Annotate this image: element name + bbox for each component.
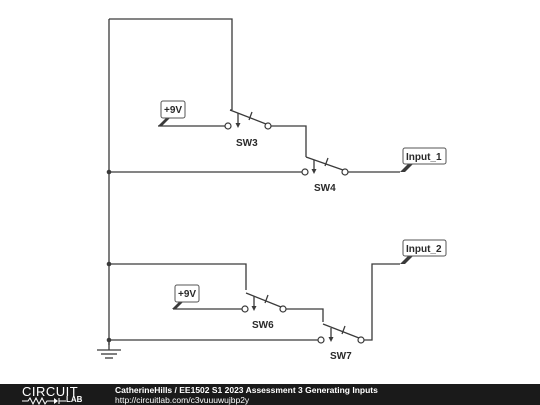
output-flag-input-2: Input_2: [400, 239, 447, 264]
logo-resistor-icon: [22, 397, 66, 405]
logo-lab-text: LAB: [66, 395, 83, 404]
footer-bar: CIRCUIT LAB CatherineHills / EE1502 S1 2…: [0, 384, 540, 405]
sw6-sw7-wire: [285, 308, 324, 322]
logo-circuit-text: CIRCUIT: [22, 384, 79, 399]
supply-top-label: +9V: [164, 105, 182, 116]
junction-node-2: [106, 261, 112, 267]
output-flag-input-1: Input_1: [400, 147, 447, 172]
sw7-label: SW7: [330, 351, 352, 362]
switch-sw7[interactable]: SW7: [317, 323, 365, 362]
author-link[interactable]: CatherineHills: [115, 385, 173, 395]
switch-sw3[interactable]: SW3: [224, 109, 272, 149]
output-2-label: Input_2: [406, 244, 442, 255]
switch-sw6[interactable]: SW6: [241, 292, 287, 331]
supply-flag-top: +9V: [158, 100, 186, 126]
sw7-output-wire: [363, 263, 400, 341]
supply-flag-bottom: +9V: [172, 284, 200, 309]
top-loop-wire: [109, 18, 233, 110]
ground-icon: [97, 340, 121, 359]
sw3-sw4-wire: [271, 125, 307, 157]
bus-sw6-loop-wire: [109, 263, 247, 290]
title-separator: /: [172, 385, 180, 395]
circuit-title: EE1502 S1 2023 Assessment 3 Generating I…: [179, 385, 378, 395]
switch-sw4[interactable]: SW4: [301, 156, 349, 194]
supply-bottom-label: +9V: [178, 289, 196, 300]
circuitlab-logo[interactable]: CIRCUIT LAB: [22, 384, 94, 405]
output-1-label: Input_1: [406, 152, 442, 163]
sw3-label: SW3: [236, 138, 258, 149]
footer-title-line: CatherineHills / EE1502 S1 2023 Assessme…: [115, 385, 378, 395]
footer-text: CatherineHills / EE1502 S1 2023 Assessme…: [115, 385, 378, 405]
circuit-url[interactable]: http://circuitlab.com/c3vuuuwujbp2y: [115, 395, 250, 405]
schematic-canvas: SW3 SW4 SW6 SW7 +9V: [97, 18, 447, 362]
junction-node-1: [106, 169, 112, 175]
sw6-label: SW6: [252, 320, 274, 331]
sw4-label: SW4: [314, 183, 336, 194]
